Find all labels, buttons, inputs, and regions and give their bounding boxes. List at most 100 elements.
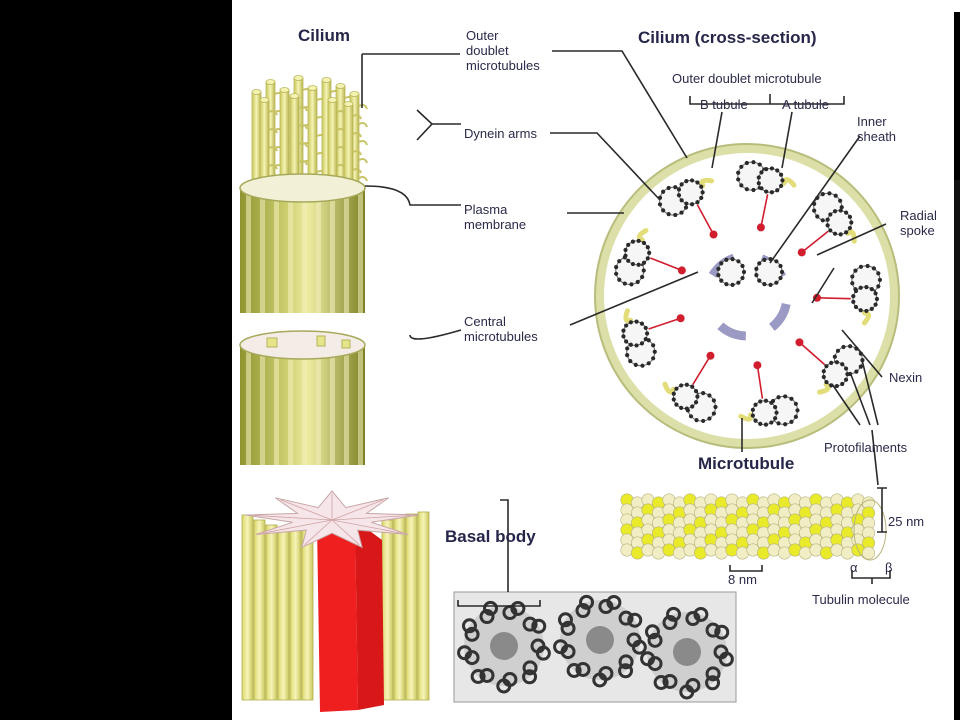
label-inner-sheath: Inner sheath — [857, 114, 897, 144]
protofilament-dot — [614, 271, 619, 276]
protofilament-dot — [621, 328, 626, 333]
micrograph-triplet — [718, 651, 734, 667]
protofilament-dot — [853, 304, 859, 310]
label-a-tubule: A tubule — [782, 97, 829, 112]
dynein-arm — [268, 146, 278, 152]
cylinder-stripe — [302, 190, 307, 313]
spoke-head — [706, 351, 715, 360]
label-alpha: α — [850, 560, 858, 575]
micrograph-triplet — [618, 663, 634, 679]
doublet-rod — [259, 99, 270, 189]
protofilament-dot — [626, 242, 631, 247]
protofilament-dot — [827, 191, 832, 196]
protofilament-dot — [695, 394, 700, 399]
dynein-arm-cs — [861, 310, 871, 326]
protofilament-dot — [657, 202, 663, 207]
label-outer-doublet-microtubules: Outer doublet microtubules — [466, 28, 540, 73]
cilium-figure — [239, 50, 900, 712]
protofilament-dot — [751, 187, 756, 193]
micrograph-triplet — [560, 620, 576, 636]
cilium-upper-stripes — [246, 190, 363, 313]
protofilament-dot — [858, 264, 864, 269]
protofilament-dot — [821, 369, 826, 374]
protofilament-dot — [832, 209, 838, 214]
protofilament-dot — [843, 377, 849, 382]
protofilament-dot — [636, 238, 641, 244]
sheath-arc — [717, 322, 747, 341]
protofilament-dot — [621, 334, 626, 339]
micrograph-triplet — [679, 684, 695, 700]
protofilament-dot — [758, 421, 763, 427]
protofilament-dot — [750, 413, 755, 418]
dynein-arm — [358, 122, 368, 128]
basal-body-micrograph — [453, 591, 737, 703]
cilium-lower-stripes — [246, 347, 363, 465]
basal-rod — [277, 529, 290, 701]
protofilament-dot — [825, 223, 830, 228]
protofilament-dot — [707, 393, 712, 398]
doublet-rod-tip — [289, 93, 300, 99]
dynein-arm-cs — [636, 227, 649, 243]
basal-body-rods — [241, 511, 430, 701]
micrograph-center — [490, 632, 518, 660]
protofilament-dot — [778, 172, 784, 177]
dynein-arm — [358, 158, 368, 164]
microtubule-end — [853, 499, 887, 561]
protofilament-dot — [769, 166, 774, 171]
cylinder-stripe — [260, 347, 265, 465]
star-line — [331, 515, 411, 521]
protofilament-dot — [773, 416, 778, 421]
cylinder-stripe — [260, 190, 265, 313]
protofilament-dot — [757, 278, 762, 283]
protofilament-dot — [666, 212, 671, 217]
protofilament-dot — [841, 344, 846, 350]
microtubule-model — [620, 493, 887, 561]
micrograph-triplet — [575, 603, 591, 619]
cylinder-stripe — [274, 347, 279, 465]
protofilament-dot — [757, 261, 762, 266]
cylinder-stripe — [330, 347, 335, 465]
protofilament-dot — [845, 372, 850, 377]
protofilament-dot — [643, 325, 648, 331]
protofilament-dot — [730, 282, 735, 288]
label-central-microtubules: Central microtubules — [464, 314, 538, 344]
protofilament-dot — [769, 400, 774, 405]
protofilament-dot — [768, 282, 773, 288]
radial-spoke-line — [692, 355, 712, 385]
label-dynein-arms: Dynein arms — [464, 126, 537, 141]
protofilament-dot — [775, 188, 780, 193]
protofilament-dot — [679, 383, 684, 388]
protofilament-dot — [824, 364, 829, 369]
protofilament-dot — [789, 419, 794, 424]
radial-spoke-line — [756, 365, 764, 399]
protofilament-dot — [773, 405, 778, 410]
protofilament-dot — [756, 181, 761, 186]
protofilament-dot — [759, 170, 764, 175]
protofilament-dot — [684, 179, 689, 184]
protofilament-dot — [671, 397, 676, 402]
micrograph-center — [586, 626, 614, 654]
protofilament-dot — [666, 185, 671, 191]
protofilament-dot — [833, 193, 838, 198]
protofilament-dot — [716, 273, 721, 278]
basal-rod — [393, 515, 406, 701]
micrograph-triplet — [464, 626, 480, 642]
dynein-arm-cs — [738, 412, 754, 422]
doublet-rod-tip — [349, 91, 360, 97]
cylinder-stripe — [344, 190, 349, 313]
protofilament-dot — [835, 348, 841, 353]
protofilament-dot — [754, 273, 759, 278]
protofilament-dot — [840, 362, 845, 367]
protofilament-dot — [645, 245, 650, 250]
dynein-arm — [352, 168, 362, 174]
protofilament-dot — [736, 170, 741, 175]
cylinder-stripe — [330, 190, 335, 313]
cylinder-stripe — [246, 347, 251, 465]
protofilament-dot — [707, 416, 712, 421]
protofilament-dot — [641, 268, 646, 273]
label-tubulin-molecule: Tubulin molecule — [812, 592, 910, 607]
basal-rod — [253, 519, 266, 701]
micrograph-triplet — [705, 622, 721, 638]
leader-lines — [361, 50, 891, 607]
protofilament-dot — [815, 214, 820, 219]
